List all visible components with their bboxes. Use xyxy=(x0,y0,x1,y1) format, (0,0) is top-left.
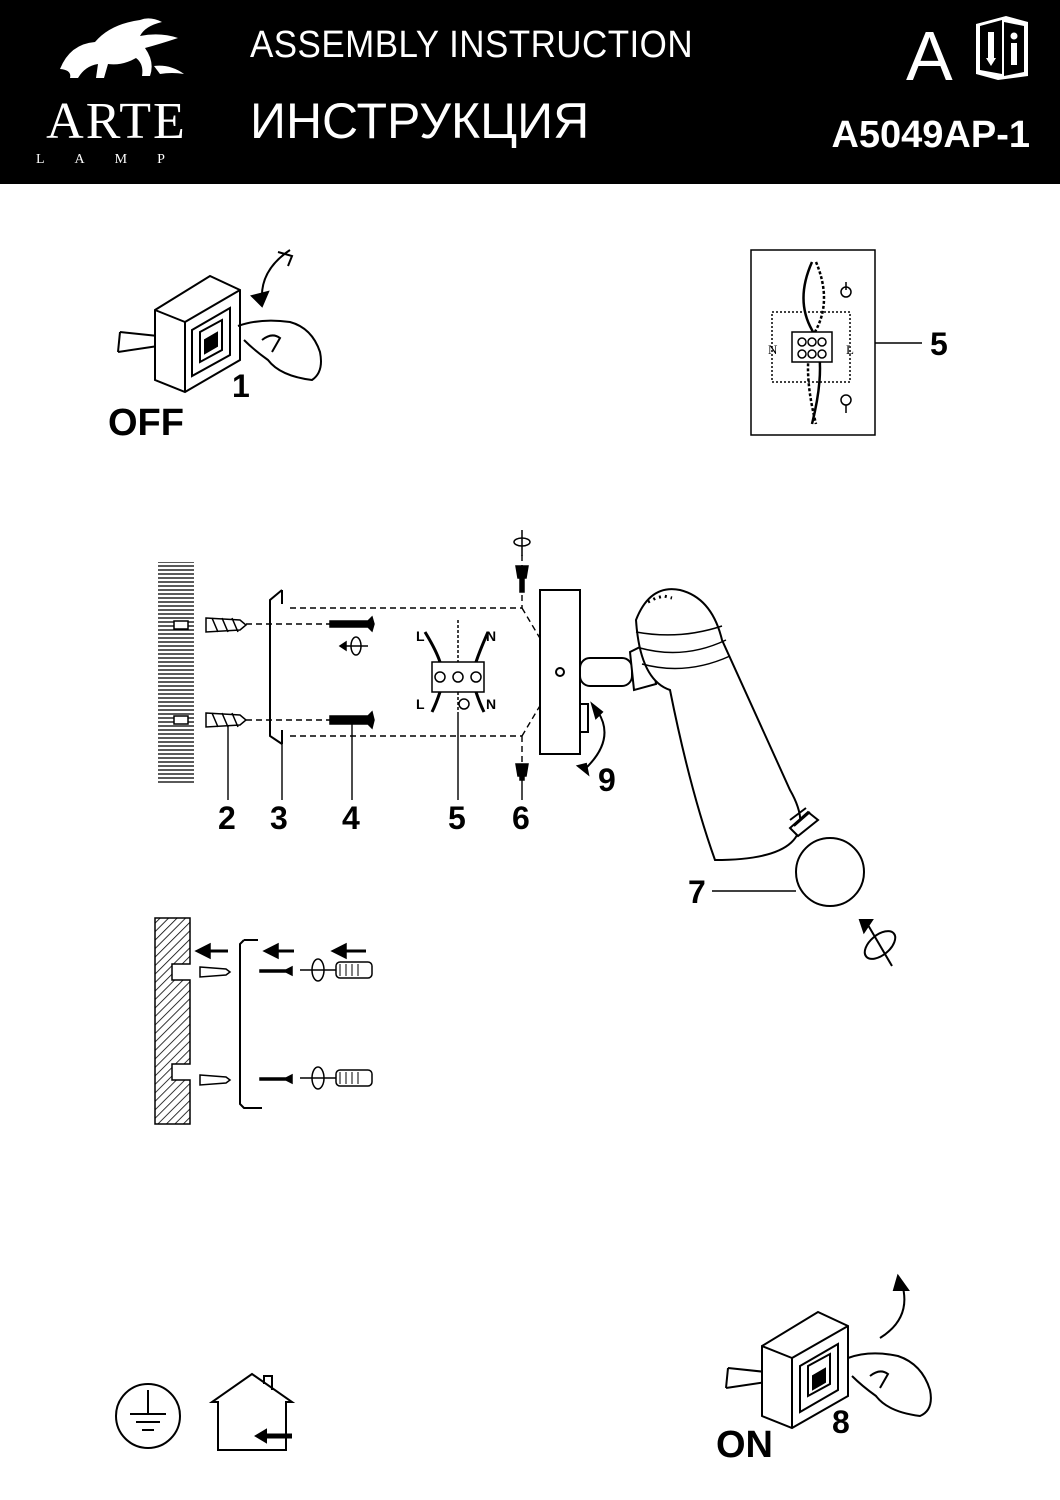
terminal-neutral-bottom: N xyxy=(486,696,497,712)
brand-wordmark: ARTE xyxy=(46,93,187,150)
terminal-block xyxy=(423,620,490,713)
off-label: OFF xyxy=(108,402,184,444)
lamp-fixture xyxy=(539,588,802,862)
indoor-use-icon xyxy=(208,1372,296,1451)
part-number-4: 4 xyxy=(342,800,360,836)
wall-plugs xyxy=(173,617,248,728)
adjust-rotation-arrow xyxy=(575,701,606,777)
screws xyxy=(329,615,375,730)
part-number-7: 7 xyxy=(688,874,706,910)
part-number-3: 3 xyxy=(270,800,288,836)
assembly-guides xyxy=(246,555,561,770)
title-english: ASSEMBLY INSTRUCTION xyxy=(250,24,694,66)
fixing-screws xyxy=(513,530,531,781)
instruction-book-icon xyxy=(976,16,1028,80)
header-bar: ARTE LAMP ASSEMBLY INSTRUCTION ИНСТРУКЦИ… xyxy=(0,0,1060,184)
title-russian: ИНСТРУКЦИЯ xyxy=(250,93,590,149)
brand-subtitle: LAMP xyxy=(36,152,195,167)
part-number-2: 2 xyxy=(218,800,236,836)
switch-on-illustration xyxy=(725,1273,932,1430)
screw-in-arrow xyxy=(858,919,897,967)
model-number: A5049AP-1 xyxy=(831,114,1030,156)
step-1-number: 1 xyxy=(232,368,250,404)
lion-logo-icon xyxy=(60,18,184,78)
wall-section xyxy=(158,562,194,784)
mounting-bracket xyxy=(269,589,283,745)
part-number-5: 5 xyxy=(448,800,466,836)
wiring-detail-box xyxy=(750,249,922,436)
terminal-live-top: L xyxy=(416,628,425,644)
on-label: ON xyxy=(716,1424,773,1466)
terminal-live-bottom: L xyxy=(416,696,425,712)
switch-off-illustration xyxy=(117,249,322,394)
part-number-9: 9 xyxy=(598,762,616,798)
ground-symbol-icon xyxy=(115,1383,181,1449)
light-bulb xyxy=(712,807,865,907)
step-8-number: 8 xyxy=(832,1404,850,1440)
wiring-number-label: 5 xyxy=(930,326,948,362)
part-leaders xyxy=(227,712,523,800)
installation-section xyxy=(154,917,373,1125)
part-number-6: 6 xyxy=(512,800,530,836)
wiring-live-label: L xyxy=(846,342,854,357)
terminal-neutral-top: N xyxy=(486,628,497,644)
wiring-neutral-label: N xyxy=(768,342,778,357)
language-letter: A xyxy=(906,17,953,95)
